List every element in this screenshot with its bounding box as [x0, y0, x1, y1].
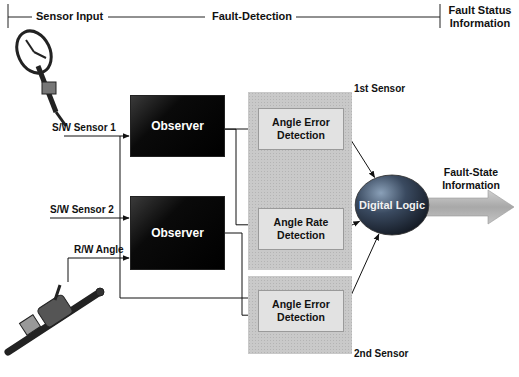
- steering-wheel: [10, 25, 66, 126]
- observer-box: Observer: [130, 95, 225, 157]
- stage-heading: Fault-Detection: [208, 10, 296, 22]
- stage-heading: Sensor Input: [36, 10, 103, 22]
- signal-name: S/W Sensor 1: [52, 122, 116, 133]
- stage-heading: Fault Status Information: [447, 4, 513, 30]
- output-arrow: [422, 190, 514, 224]
- box-label: Angle Error Detection: [262, 298, 340, 324]
- signal-name: R/W Angle: [74, 244, 124, 255]
- output-label: Fault-State Information: [432, 166, 510, 191]
- logic-circle: Digital Logic: [354, 174, 430, 236]
- box-label: Angle Rate Detection: [262, 216, 340, 242]
- band-heading: 1st Sensor: [354, 83, 405, 94]
- box-label: Angle Error Detection: [262, 116, 340, 142]
- box-label: Observer: [151, 226, 204, 240]
- signal-name: S/W Sensor 2: [50, 204, 114, 215]
- sensor-band: 1st SensorAngle Error DetectionAngle Rat…: [248, 92, 352, 270]
- steering-actuator: [8, 285, 104, 352]
- detection-box: Angle Rate Detection: [258, 208, 344, 250]
- observer-box: Observer: [130, 196, 225, 270]
- box-label: Observer: [151, 119, 204, 133]
- sensor-band: 2nd SensorAngle Error Detection: [248, 276, 352, 354]
- band-heading: 2nd Sensor: [354, 348, 408, 359]
- detection-box: Angle Error Detection: [258, 290, 344, 332]
- header-rule: [8, 4, 440, 28]
- signal-wire: [50, 136, 257, 298]
- detection-box: Angle Error Detection: [258, 108, 344, 150]
- logic-label: Digital Logic: [359, 199, 425, 211]
